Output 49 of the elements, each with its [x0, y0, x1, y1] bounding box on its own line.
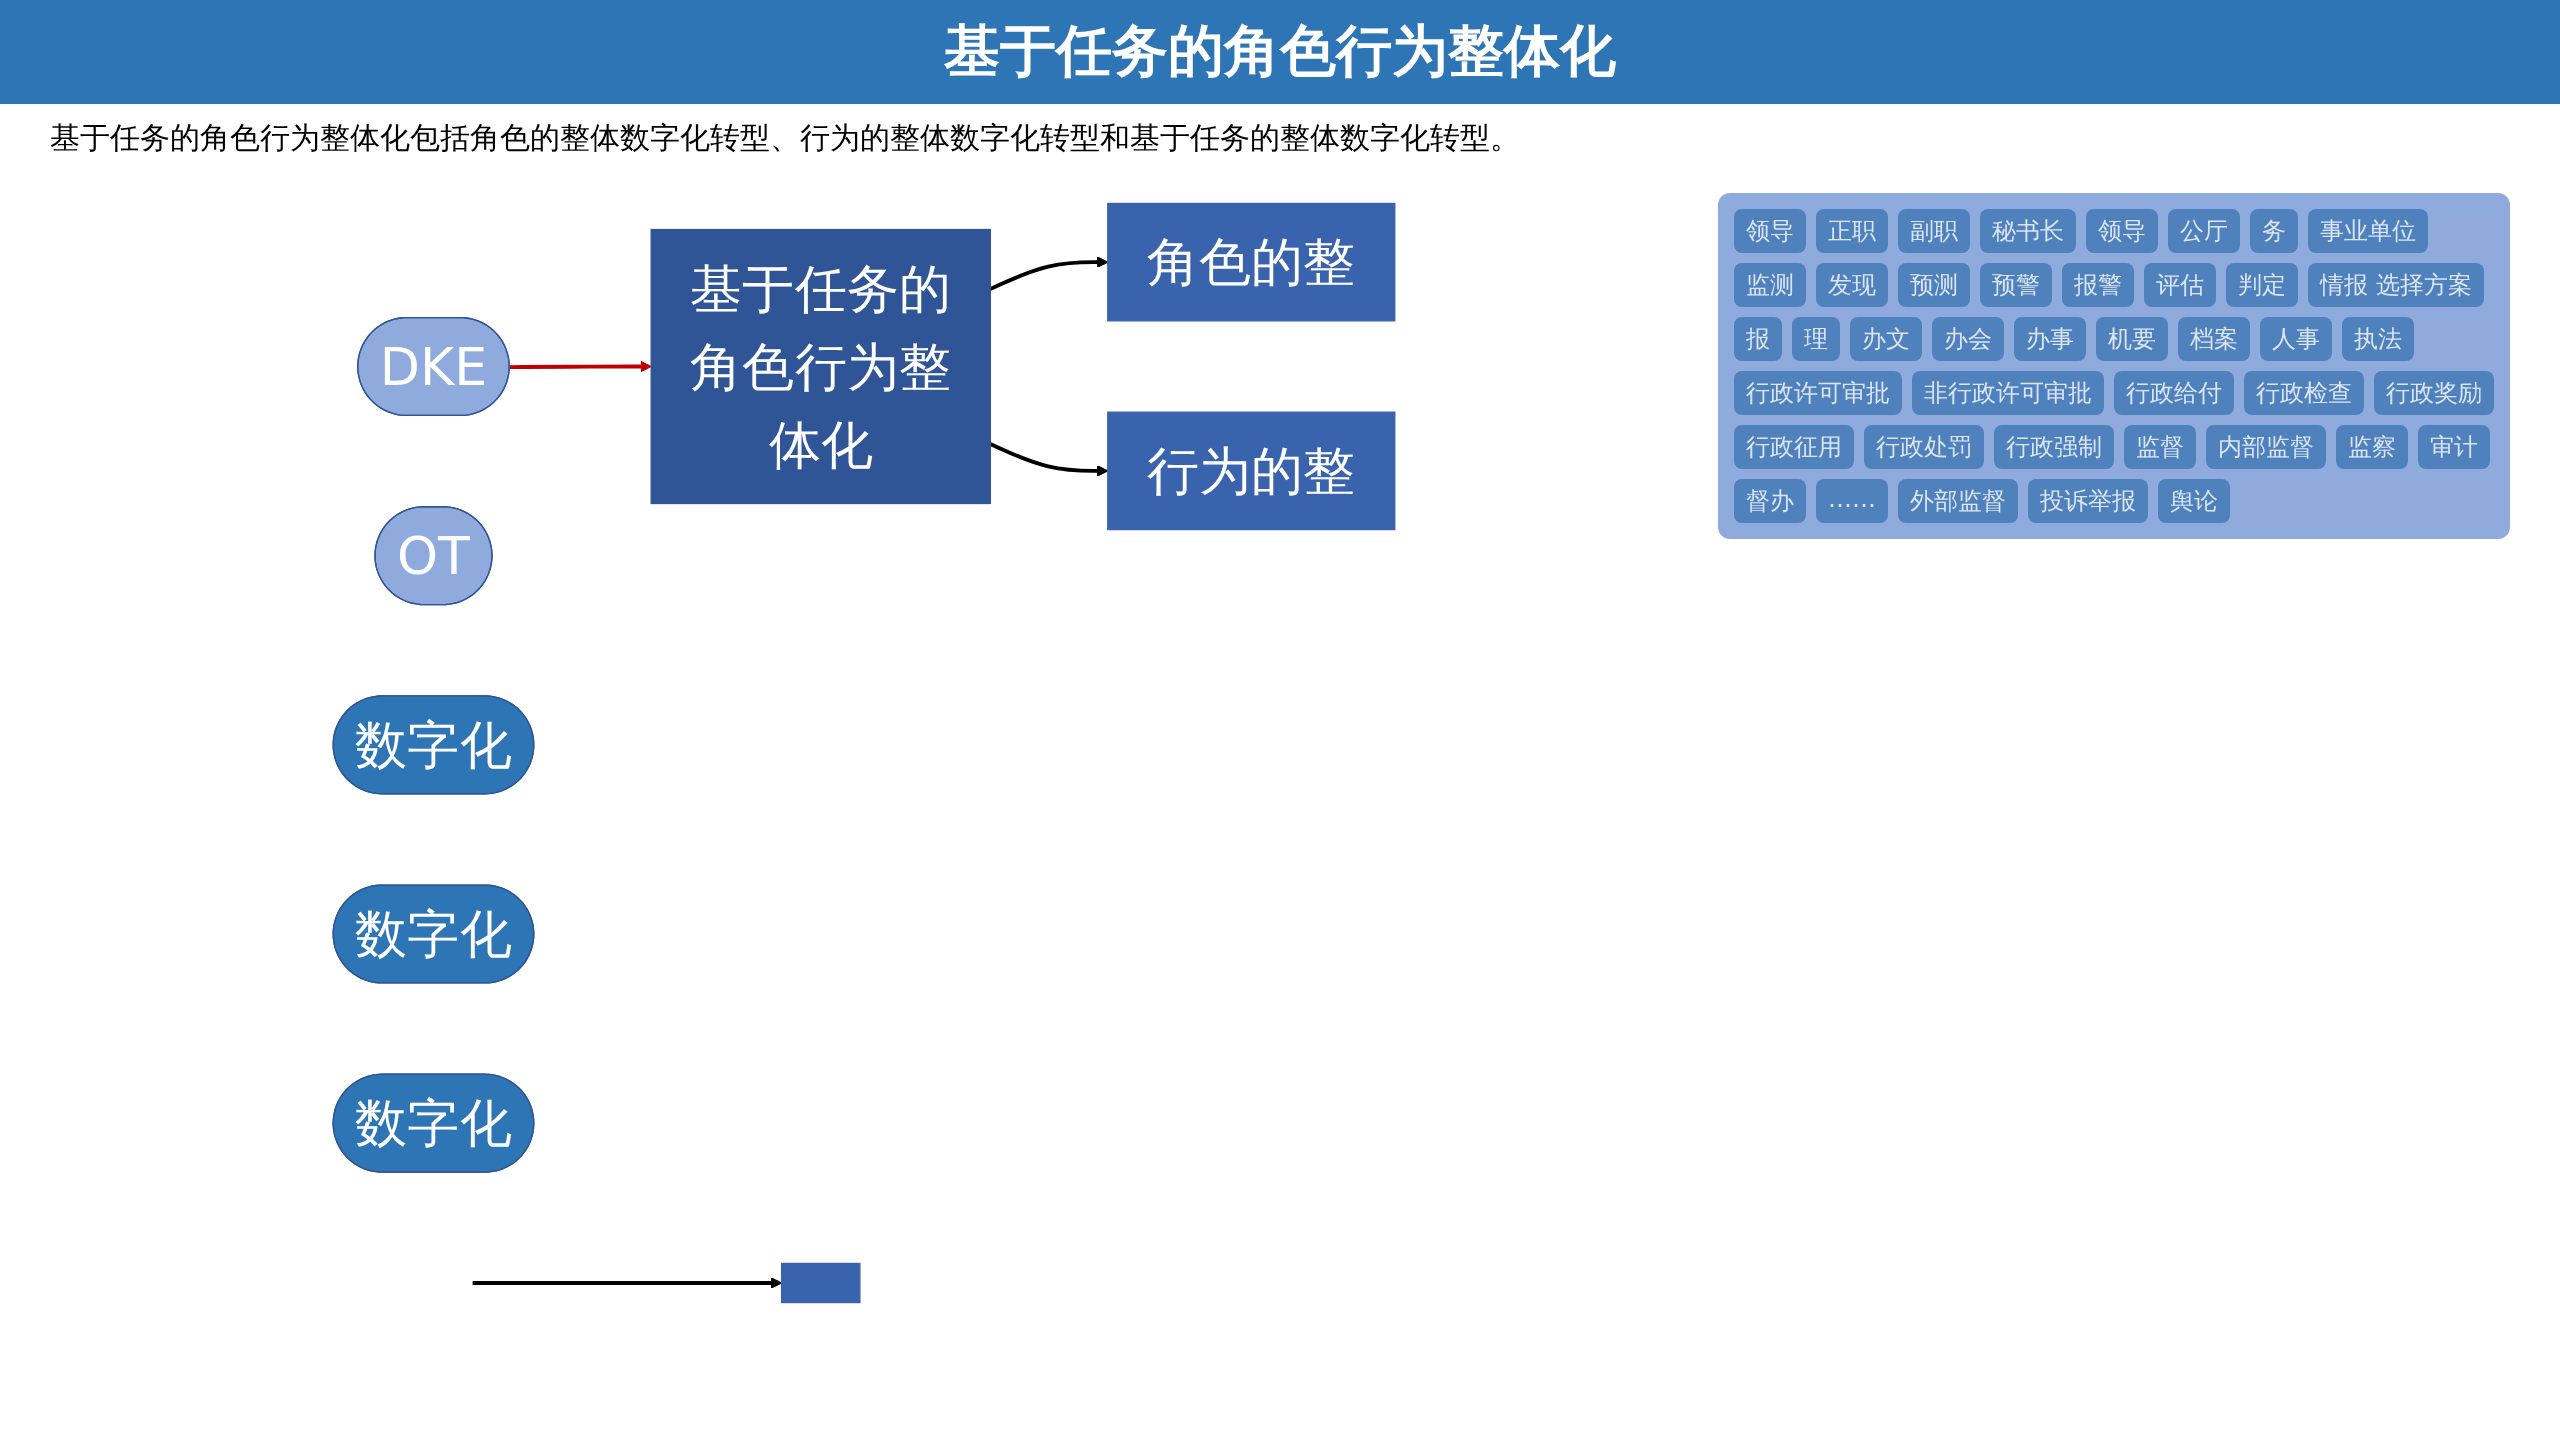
- tree-item-label: 办事: [2014, 317, 2086, 361]
- tree-item-label: 预测: [1898, 263, 1970, 307]
- tree-item-label: 监察: [2336, 425, 2408, 469]
- tree-item-label: 执法: [2342, 317, 2414, 361]
- arrow: [509, 360, 652, 373]
- tree-item-label: 领导: [2086, 209, 2158, 253]
- node-box: [780, 1262, 861, 1304]
- tree-item-label: 监测: [1734, 263, 1806, 307]
- tree-item-label: 行政征用: [1734, 425, 1854, 469]
- tree-item-label: 行政处罚: [1864, 425, 1984, 469]
- tree-item-label: 办文: [1850, 317, 1922, 361]
- tree-item-label: 监督: [2124, 425, 2196, 469]
- tree-item-label: 行政检查: [2244, 371, 2364, 415]
- tree-item-label: 正职: [1816, 209, 1888, 253]
- title-banner: 基于任务的角色行为整体化: [0, 0, 2560, 104]
- tree-item-label: 公厅: [2168, 209, 2240, 253]
- tree-item-label: 务: [2250, 209, 2298, 253]
- tree-item-label: 报警: [2062, 263, 2134, 307]
- tree-item-label: 评估: [2144, 263, 2216, 307]
- caption: 基于任务的角色行为整体化包括角色的整体数字化转型、行为的整体数字化转型和基于任务的整体数字化转型。: [49, 119, 1521, 157]
- tree-item-label: 审计: [2418, 425, 2490, 469]
- tree-item-label: 报: [1734, 317, 1782, 361]
- tree-item-label: 秘书长: [1980, 209, 2076, 253]
- tree-item-label: 办会: [1932, 317, 2004, 361]
- tree-item-label: 外部监督: [1898, 479, 2018, 523]
- tree-item-label: 人事: [2260, 317, 2332, 361]
- tree-item-label: 情报 选择方案: [2308, 263, 2484, 307]
- tree-item-label: 投诉举报: [2028, 479, 2148, 523]
- tree-item-label: 副职: [1898, 209, 1970, 253]
- tree-item-label: 判定: [2226, 263, 2298, 307]
- tree-item-label: 行政强制: [1994, 425, 2114, 469]
- tree-item-label: 理: [1792, 317, 1840, 361]
- tree-item-label: 档案: [2178, 317, 2250, 361]
- tree-item-label: 行政许可审批: [1734, 371, 1902, 415]
- tree-item-label: 行政奖励: [2374, 371, 2494, 415]
- tree-item-label: 预警: [1980, 263, 2052, 307]
- tree-item-label: 非行政许可审批: [1912, 371, 2104, 415]
- tree-item-label: 领导: [1734, 209, 1806, 253]
- tree-item-label: 行政给付: [2114, 371, 2234, 415]
- tree-item-label: 发现: [1816, 263, 1888, 307]
- tree-item-label: 内部监督: [2206, 425, 2326, 469]
- tree-item-label: 事业单位: [2308, 209, 2428, 253]
- tree-item-label: ……: [1816, 479, 1888, 523]
- tree-item-label: 督办: [1734, 479, 1806, 523]
- node-box: 基于任务的角色行为整体化: [650, 228, 991, 505]
- node-box: 行为的整: [1107, 411, 1396, 531]
- node-box: 角色的整: [1107, 202, 1396, 322]
- tree-item-label: 舆论: [2158, 479, 2230, 523]
- tree-item-label: 机要: [2096, 317, 2168, 361]
